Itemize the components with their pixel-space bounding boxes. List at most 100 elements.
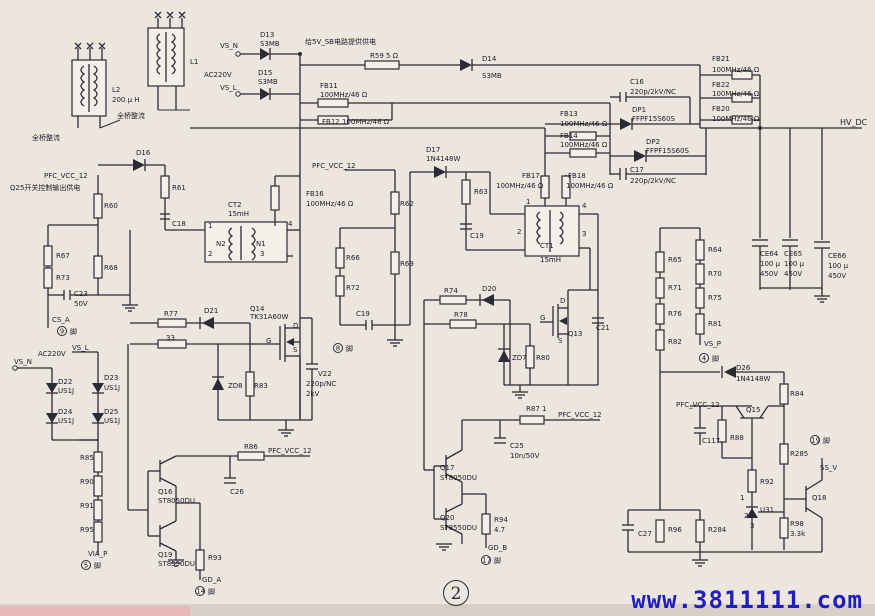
label-d13-part: S3MB: [260, 40, 280, 48]
label-pin5-suffix: 脚: [94, 561, 101, 570]
resistor-r94: [481, 513, 491, 535]
transformer-ct1: [524, 205, 580, 257]
label-r96: R96: [668, 526, 682, 534]
label-ct2-pin3: 3: [260, 250, 264, 258]
label-pfc-vcc-e: PFC_VCC_12: [676, 401, 720, 409]
label-c23-value: 50V: [74, 300, 88, 308]
resistor-r96: [655, 519, 665, 543]
label-q18: Q18: [812, 494, 826, 502]
label-fb16: FB16: [306, 190, 324, 198]
label-q20: Q20: [440, 514, 454, 522]
label-d25-part: US1J: [104, 417, 120, 425]
label-fb22: FB22: [712, 81, 730, 89]
label-fb16-value: 100MHz/46 Ω: [306, 200, 354, 208]
label-ce64-value: 100 μ: [760, 260, 781, 268]
pin5-circle: [81, 560, 91, 570]
label-dp1: DP1: [632, 106, 646, 114]
label-d22-part: US1J: [58, 387, 74, 395]
label-ce64: CE64: [760, 250, 779, 258]
label-n1: N1: [256, 240, 266, 248]
label-r69: R69: [400, 260, 414, 268]
label-pin17: 17: [482, 557, 491, 565]
label-r284: R284: [708, 526, 727, 534]
label-r73: R73: [56, 274, 70, 282]
label-pin19-suffix: 脚: [823, 436, 830, 445]
label-l1: L1: [190, 58, 198, 66]
label-ce66-rating: 450V: [828, 272, 846, 280]
label-q13-g: G: [540, 314, 545, 322]
transistor-q15: [735, 405, 784, 428]
label-ct2-pin2: 2: [208, 250, 212, 258]
label-q17-part: ST8050DU: [440, 474, 477, 482]
label-ce66: CE66: [828, 252, 847, 260]
shunt-regulator-u31: [746, 506, 784, 518]
label-fb14: FB14: [560, 132, 578, 140]
label-dp2-part: FFPF15S60S: [646, 147, 690, 155]
capacitor-ce64: [752, 239, 768, 290]
resistor-r69: [390, 251, 400, 275]
ferrite-fb11: [317, 98, 349, 108]
label-r98: R98: [790, 520, 804, 528]
label-ct1-pin1: 1: [526, 198, 530, 206]
label-ac220v-left: AC220V: [38, 350, 66, 358]
label-u31-pin2: 2: [744, 512, 748, 520]
label-fb21: FB21: [712, 55, 730, 63]
resistor-r59: [364, 60, 400, 70]
label-gd-a: GD_A: [202, 576, 221, 584]
ground-mid: [387, 339, 403, 347]
label-d25: D25: [104, 408, 118, 416]
label-d14-part: S3MB: [482, 72, 502, 80]
label-fb18: FB18: [568, 172, 586, 180]
diode-d15: [238, 88, 300, 100]
diode-d24: [46, 413, 58, 424]
diode-dp1: [545, 118, 700, 130]
label-q13: Q13: [568, 330, 582, 338]
label-d24-part: US1J: [58, 417, 74, 425]
page-color-band: [0, 606, 190, 616]
transistor-q20: [434, 503, 463, 535]
component-labels: VS_N AC220V VS_L D13 S3MB D15 S3MB 给5V_S…: [10, 31, 868, 584]
label-r86: R86: [244, 443, 258, 451]
label-ct1-pin2: 2: [517, 228, 521, 236]
label-r75: R75: [708, 294, 722, 302]
label-gd-b: GD_B: [488, 544, 507, 552]
label-u31: U31: [760, 506, 774, 514]
label-r62: R62: [400, 200, 414, 208]
label-q16: Q16: [158, 488, 173, 496]
label-r83: R83: [254, 382, 268, 390]
label-pin19: 19: [811, 437, 820, 445]
resistor-r64: [695, 239, 705, 261]
label-ss-v: SS_V: [820, 464, 837, 472]
label-r94-value: 4.7: [494, 526, 505, 534]
label-sb-supply: 给5V_SB电路提供供电: [305, 37, 376, 46]
resistor-r83: [245, 371, 255, 397]
label-r90: R90: [80, 478, 94, 486]
label-d23-part: US1J: [104, 384, 120, 392]
label-d23: D23: [104, 374, 118, 382]
resistor-r84: [779, 383, 789, 405]
label-q14-part: TK31A60W: [249, 313, 288, 321]
resistor-r61: [160, 175, 170, 199]
label-c117: C117: [702, 437, 720, 445]
label-d14: D14: [482, 55, 497, 63]
resistor-r67: [43, 245, 53, 267]
diode-d21: [199, 317, 214, 329]
resistor-r86: [237, 451, 265, 461]
diode-d23: [92, 383, 104, 394]
resistor-r81: [695, 313, 705, 335]
resistor-r98: [779, 517, 789, 539]
label-fb12: FB12 100MHz/46 Ω: [322, 118, 390, 126]
label-l2-value: 200 μ H: [112, 96, 140, 104]
label-r82: R82: [668, 338, 682, 346]
resistor-r88: [717, 419, 727, 443]
label-c25-value: 10n/50V: [510, 452, 540, 460]
label-q14: Q14: [250, 305, 265, 313]
label-q14-s: S: [293, 346, 298, 354]
label-r94: R94: [494, 516, 508, 524]
ground-q19: [168, 559, 184, 567]
label-q19: Q19: [158, 551, 172, 559]
label-r84: R84: [790, 390, 804, 398]
diode-d25: [92, 413, 104, 424]
label-d17: D17: [426, 146, 440, 154]
label-q14-d: D: [293, 322, 298, 330]
